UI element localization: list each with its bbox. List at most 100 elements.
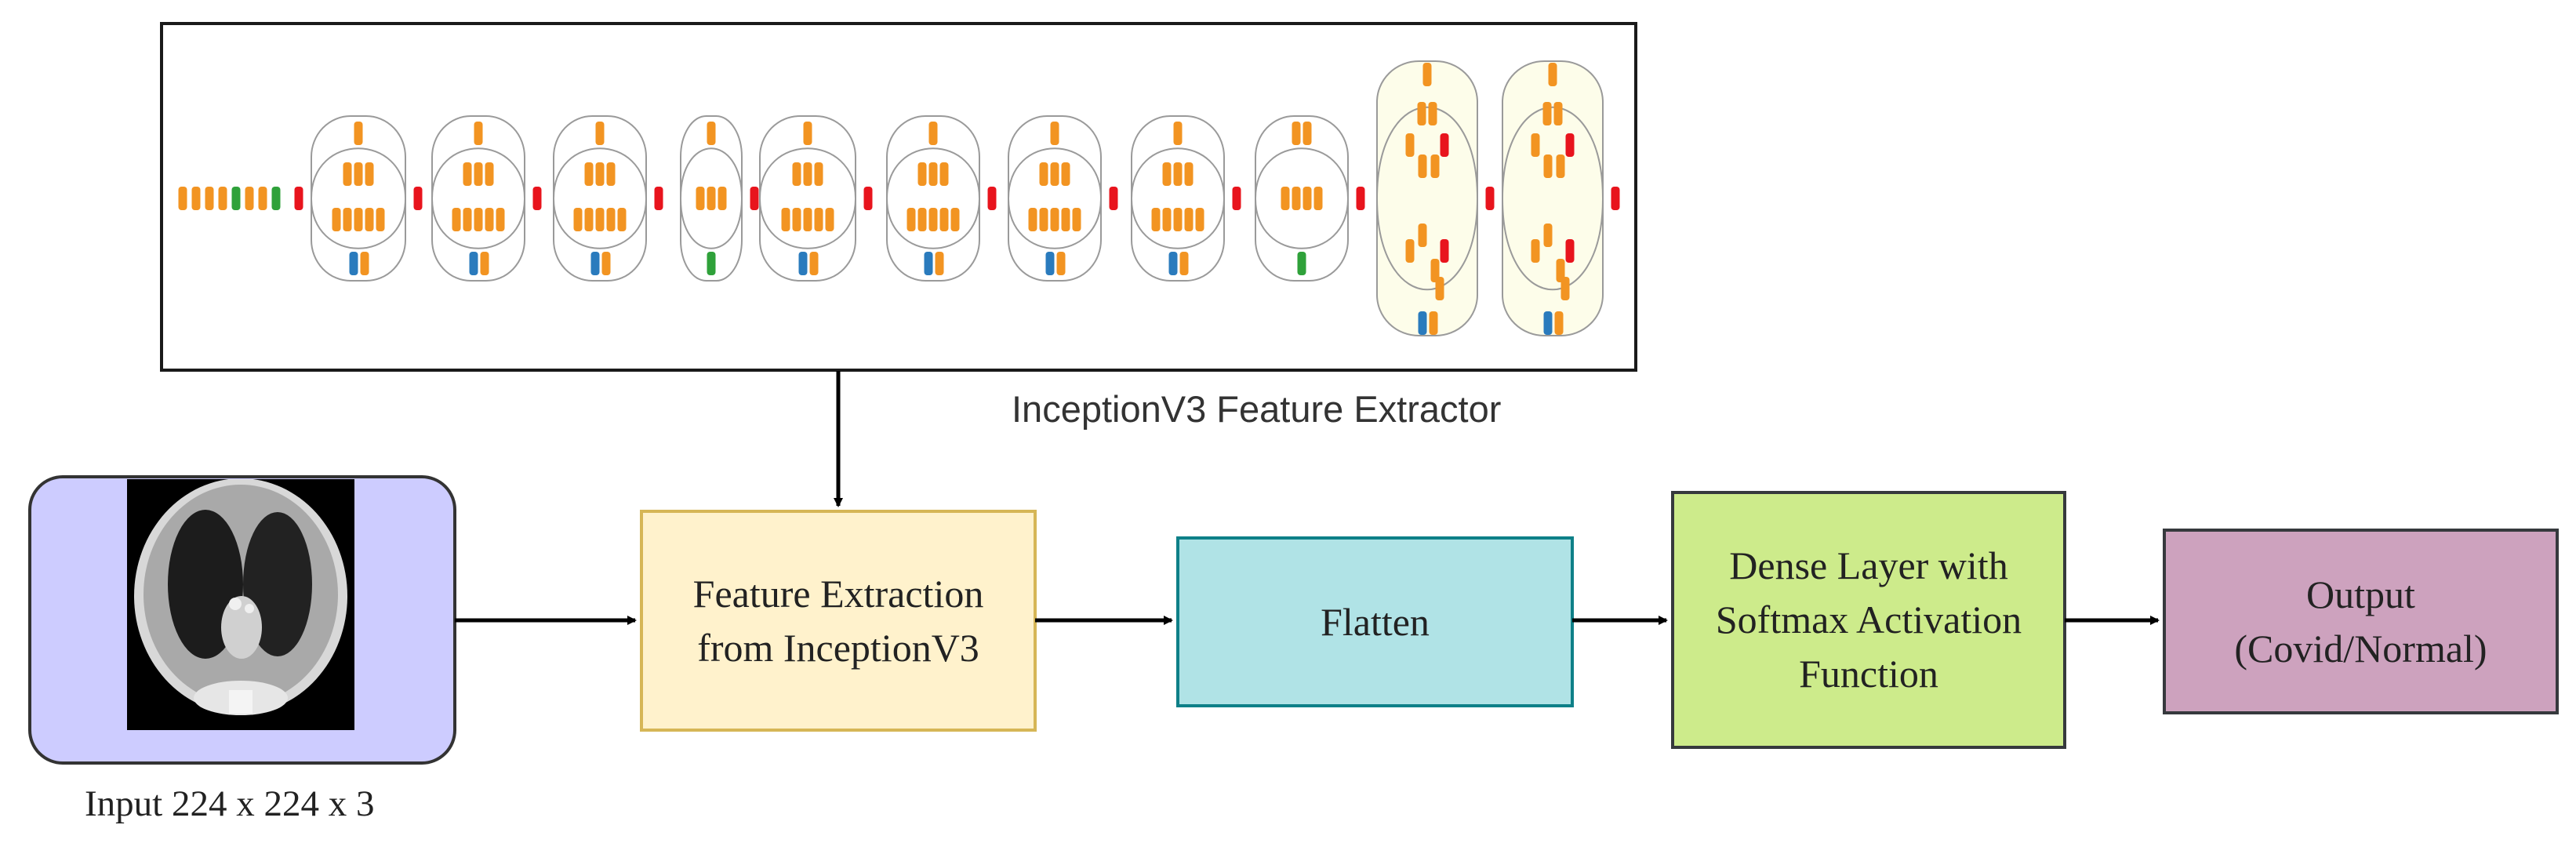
concat-layer [1565,239,1575,263]
conv-layer [1303,122,1312,145]
conv-layer [1429,311,1438,335]
conv-layer [1553,102,1563,125]
pool-layer [924,252,933,275]
conv-layer [360,252,369,275]
conv-layer [1061,162,1070,186]
conv-layer [935,252,944,275]
conv-layer [814,208,823,231]
conv-layer [1418,154,1427,178]
conv-layer [343,162,352,186]
conv-layer [1531,239,1540,263]
stem-conv-layer [205,187,214,210]
conv-layer [584,208,594,231]
feature-extraction-label: Feature Extraction from InceptionV3 [692,571,984,670]
conv-layer [343,208,352,231]
module-branch-line [680,198,743,249]
pool-layer [1168,252,1178,275]
conv-layer [792,162,801,186]
pool-layer [798,252,808,275]
conv-layer [950,208,960,231]
module-branch-line [1255,198,1349,249]
conv-layer [1050,122,1059,145]
conv-layer [1179,252,1189,275]
conv-layer [365,208,374,231]
conv-layer [1556,154,1565,178]
module-branch-line [1502,107,1604,199]
conv-layer [792,208,801,231]
conv-layer [718,187,727,210]
input-caption: Input 224 x 224 x 3 [85,783,375,824]
conv-layer [928,162,938,186]
connector-arrows [455,371,2160,625]
conv-layer [939,208,949,231]
module-branch-line [311,147,406,199]
inception-module [1008,115,1102,282]
concat-layer [987,187,997,210]
conv-layer [606,208,616,231]
module-branch-line [886,147,980,199]
inception-modules [294,60,1620,336]
dense-layer-label: Dense Layer with Softmax Activation Func… [1715,543,2022,696]
conv-layer [1405,133,1415,157]
pool-layer [1418,311,1427,335]
conv-layer [1281,187,1290,210]
conv-layer [354,162,363,186]
conv-layer [1531,133,1540,157]
conv-layer [376,208,385,231]
concat-layer [1565,133,1575,157]
conv-layer [595,122,605,145]
conv-layer [707,122,716,145]
output-label: Output (Covid/Normal) [2234,572,2487,670]
conv-layer [452,208,461,231]
conv-layer [939,162,949,186]
conv-layer [584,162,594,186]
concat-layer [1485,187,1495,210]
conv-layer [825,208,834,231]
conv-layer [1039,208,1048,231]
concat-layer [413,187,423,210]
extractor-caption: InceptionV3 Feature Extractor [1012,388,1502,430]
pool-layer [1045,252,1055,275]
conv-layer [496,208,505,231]
conv-layer [1072,208,1081,231]
module-branch-line [680,147,743,199]
inception-module [553,115,647,282]
conv-layer [814,162,823,186]
conv-layer [803,122,812,145]
conv-layer [1162,162,1172,186]
conv-layer [1542,102,1552,125]
feature-extraction-box [640,510,1037,732]
pool-layer [1543,311,1553,335]
stem-conv-layer [258,187,267,210]
concat-layer [654,187,663,210]
conv-layer [573,208,583,231]
concat-layer [1232,187,1241,210]
stem-layers [178,187,281,210]
conv-layer [474,208,483,231]
conv-layer [803,162,812,186]
conv-layer [1162,208,1172,231]
module-branch-line [1131,147,1225,199]
conv-layer [1050,162,1059,186]
stem-conv-layer [218,187,227,210]
inception-module [1376,60,1478,336]
conv-layer [1184,162,1194,186]
concat-layer [750,187,759,210]
stem-conv-layer [245,187,254,210]
module-branch-line [553,147,647,199]
conv-layer [1418,223,1427,247]
module-outline [1376,60,1478,336]
conv-layer [1543,223,1553,247]
conv-layer [1430,154,1440,178]
conv-layer [1435,277,1444,300]
module-branch-line [759,147,856,199]
conv-layer [601,252,611,275]
module-branch-line [431,147,525,199]
stem-conv-layer [191,187,201,210]
conv-layer [485,162,494,186]
module-branch-line [1131,198,1225,249]
conv-layer [1292,187,1301,210]
conv-layer [917,208,927,231]
